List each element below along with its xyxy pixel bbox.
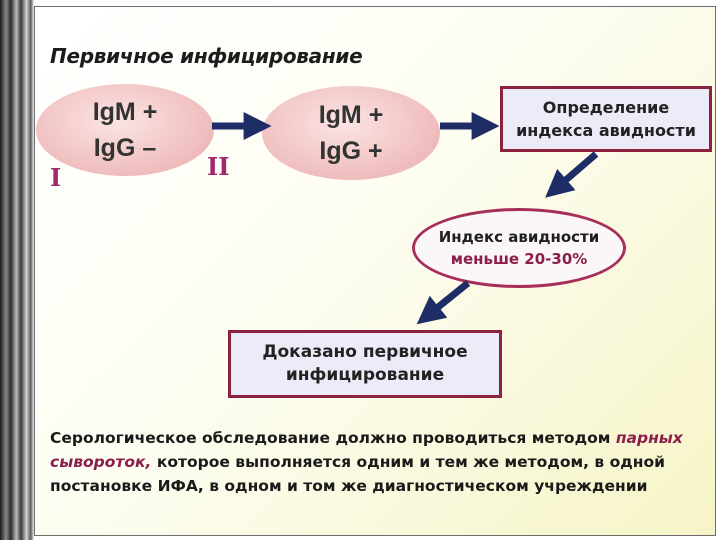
stage-1-number: I	[50, 163, 62, 192]
avidity-result-ellipse: Индекс авидности меньше 20-30%	[412, 208, 626, 288]
stage-2-number: II	[207, 152, 230, 181]
conclusion-line1: Доказано первичное	[262, 342, 468, 362]
conclusion-line2: инфицирование	[285, 365, 445, 385]
left-decorative-strip	[0, 0, 34, 540]
conclusion-box: Доказано первичное инфицирование	[228, 330, 502, 398]
serology-note-part1: Серологическое обследование должно прово…	[50, 429, 616, 447]
serology-note-emphasis: парных сывороток,	[50, 429, 683, 471]
stage-2-igg: IgG +	[319, 137, 383, 165]
arrow-avidity-to-result	[545, 151, 599, 198]
page-title: Первичное инфицирование	[50, 44, 363, 68]
avidity-result-line1: Индекс авидности	[438, 228, 600, 246]
stage-2-ellipse: IgM + IgG +	[262, 86, 440, 180]
avidity-result-line2: меньше 20-30%	[450, 250, 588, 268]
avidity-determination-line2: индекса авидности	[516, 121, 696, 140]
avidity-determination-line1: Определение	[542, 98, 670, 117]
stage-2-igm: IgM +	[318, 101, 384, 129]
serology-note-part2: которое выполняется одним и тем же метод…	[50, 453, 666, 495]
stage-1-igm: IgM +	[92, 98, 158, 126]
avidity-determination-box: Определение индекса авидности	[500, 86, 712, 152]
stage-1-igg: IgG –	[93, 134, 157, 162]
stage-1-ellipse: IgM + IgG –	[36, 84, 214, 176]
arrow-result-to-conclusion	[416, 280, 471, 325]
serology-note: Серологическое обследование должно прово…	[50, 426, 690, 498]
